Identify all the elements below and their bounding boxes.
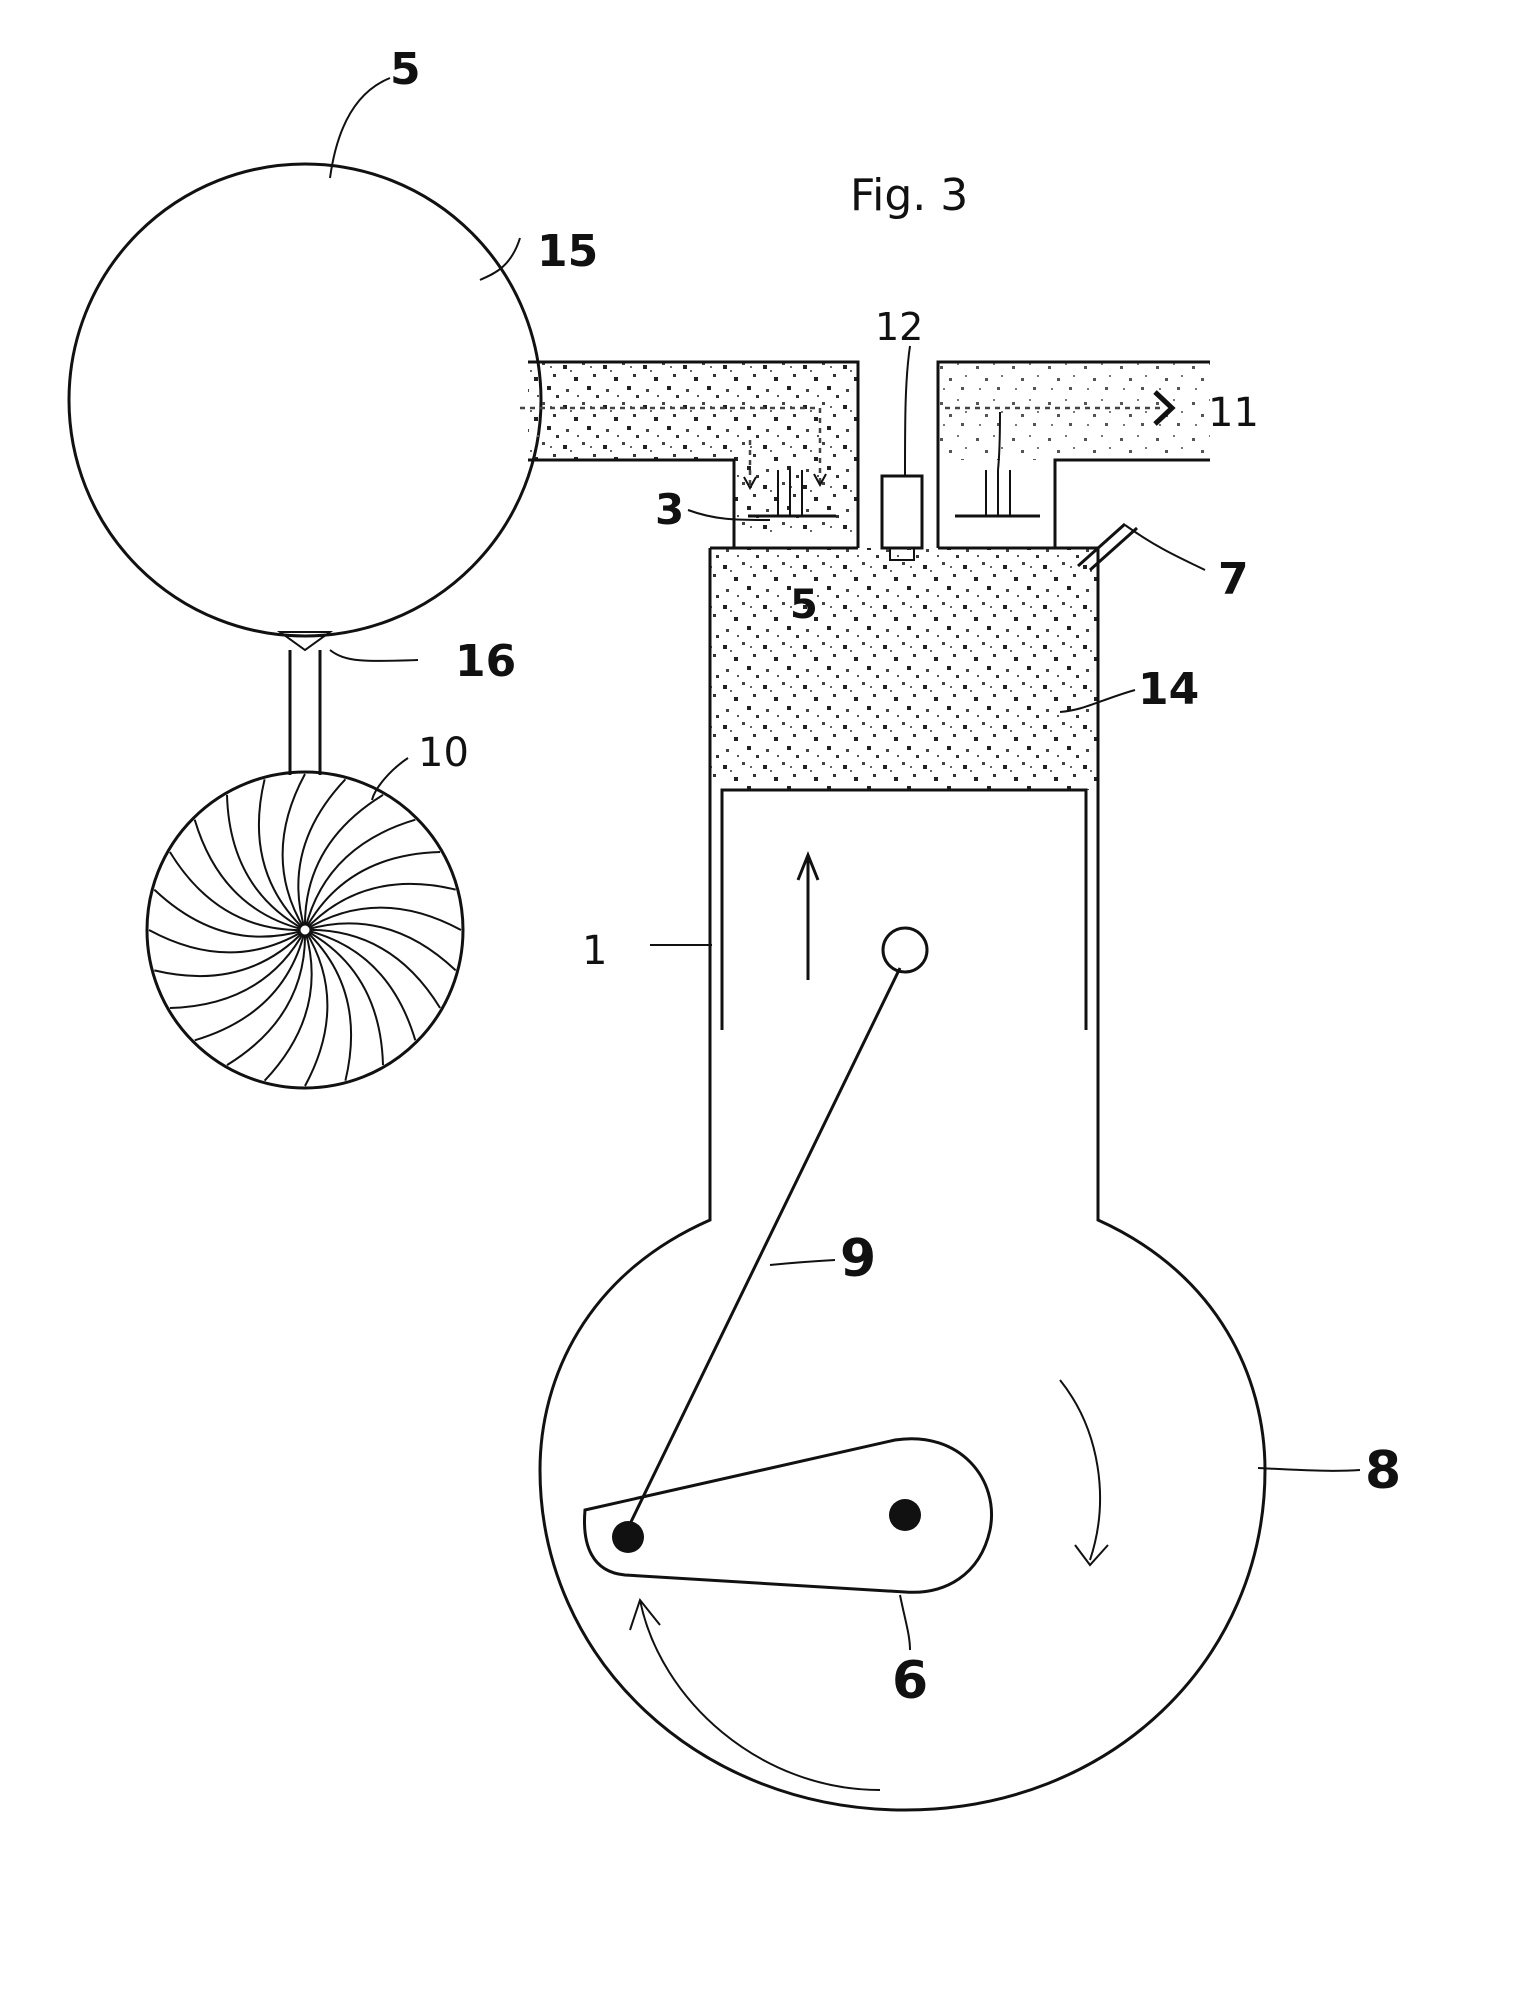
- turbine-blade: [304, 929, 353, 1081]
- turbine-blade: [226, 929, 307, 1066]
- label-crankcase: 8: [1365, 1441, 1401, 1501]
- engine-body: [538, 546, 1267, 1812]
- leader-lines: [329, 77, 1361, 1651]
- exhaust-pipe: [936, 360, 1210, 548]
- label-cylinder: 1: [582, 928, 607, 974]
- turbine-blade: [303, 794, 384, 931]
- label-spark-plug: 12: [875, 305, 923, 349]
- turbine-blade: [148, 929, 306, 954]
- label-combustion-chamber: 14: [1138, 664, 1199, 715]
- label-turbine: 10: [418, 730, 469, 776]
- turbine-blade: [194, 929, 306, 1042]
- connecting-rod: [626, 967, 902, 1529]
- turbine-blade: [257, 779, 306, 931]
- spark-plug: [880, 474, 924, 561]
- turbine-blade: [169, 851, 306, 932]
- figure-title: Fig. 3: [850, 170, 968, 221]
- turbine-blade: [304, 929, 417, 1041]
- turbine-blade: [304, 882, 456, 931]
- turbine-blade: [304, 929, 329, 1087]
- labels: 5 15 16 10 12 11 3 7 5 14 1 9 8 6: [390, 44, 1401, 1711]
- label-tank: 15: [537, 226, 598, 277]
- turbine-blade: [304, 906, 462, 931]
- intake-pipe: [520, 360, 860, 548]
- turbine-blade: [304, 928, 441, 1009]
- label-exhaust-outlet: 11: [1208, 390, 1259, 436]
- turbine-blade: [153, 888, 306, 938]
- tank: [67, 162, 543, 638]
- label-tank-content: 5: [390, 44, 421, 95]
- turbine-blade: [193, 819, 306, 931]
- rotation-arrows: [629, 1379, 1109, 1791]
- turbine-blade: [304, 851, 441, 931]
- turbine-blade: [304, 818, 416, 931]
- piston: [720, 788, 1088, 1030]
- label-connecting-rod: 9: [840, 1229, 876, 1289]
- crank: [583, 1437, 993, 1594]
- vent: [1077, 522, 1138, 572]
- label-check-valve: 16: [455, 636, 516, 687]
- turbine-blade: [169, 929, 306, 1009]
- label-crank: 6: [892, 1651, 928, 1711]
- turbine-blade: [154, 929, 306, 978]
- check-valve: [276, 631, 334, 775]
- turbine: [145, 770, 465, 1090]
- turbine-blade: [281, 773, 306, 931]
- label-vent: 7: [1218, 554, 1249, 605]
- turbine-blade: [226, 794, 306, 931]
- turbine-blade: [304, 922, 457, 972]
- turbine-blade: [297, 778, 347, 931]
- label-chamber-gas: 5: [790, 582, 818, 628]
- turbine-blade: [263, 929, 313, 1082]
- label-intake-valve: 3: [655, 485, 684, 534]
- turbine-blade: [304, 929, 384, 1066]
